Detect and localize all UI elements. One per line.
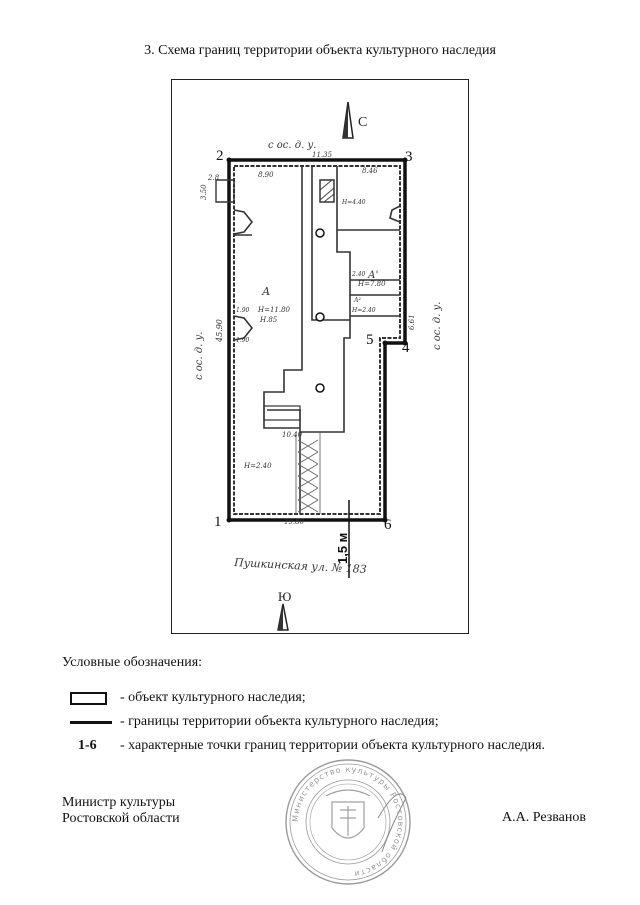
dim-top: 11.35: [312, 151, 333, 159]
boundary-point: [226, 157, 232, 163]
wall-notch: [233, 315, 254, 341]
hatched-box: [263, 405, 301, 421]
dim-top-left: 8.90: [258, 171, 274, 179]
room-label-right-small2: Н=2.40: [351, 307, 376, 314]
signatory-position: Министр культуры Ростовской области: [62, 795, 180, 827]
official-stamp: Министерство культуры Ростовской области: [285, 759, 411, 885]
street-label-right: с ос. д. у.: [432, 302, 443, 350]
point-label-1: 1: [214, 514, 222, 530]
room-label-main-h: Н=11.80: [257, 306, 291, 314]
room-label-right-small: Н=4.40: [341, 199, 366, 206]
room-label-rear-width: 10.40: [282, 431, 303, 439]
room-label-right-mid: А²: [353, 297, 362, 304]
point-label-5: 5: [366, 332, 374, 348]
south-label: Ю: [278, 589, 291, 604]
signatory-name: А.А. Резванов: [502, 810, 586, 825]
column-marker: [315, 312, 325, 322]
boundary-point: [402, 340, 408, 346]
dim-left-3: 1.90: [236, 307, 250, 314]
wall-notch: [233, 209, 254, 235]
dim-left-4: 1.90: [236, 337, 250, 344]
page-title: 3. Схема границ территории объекта культ…: [144, 43, 496, 58]
position-line-1: Министр культуры: [62, 795, 176, 810]
legend-text: - границы территории объекта культурного…: [120, 714, 439, 729]
hatched-box: [319, 179, 335, 203]
hatched-box-fill: [319, 179, 335, 203]
boundary-point: [226, 517, 232, 523]
scale-label: 1,5 м: [335, 533, 350, 564]
signature-stroke: [377, 793, 407, 853]
point-label-4: 4: [402, 340, 410, 356]
wall-notch: [215, 179, 235, 203]
boundary-point: [382, 340, 388, 346]
column-marker: [315, 383, 325, 393]
dim-top-right: 8.46: [362, 167, 378, 175]
legend-title: Условные обозначения:: [62, 655, 203, 670]
plan-frame: 1 2 3 4 5 6 1,5 м С Ю с ос. д. у. с ос. …: [171, 79, 469, 634]
coat-of-arms-icon: [325, 789, 371, 839]
legend-text: - характерные точки границ территории об…: [120, 738, 546, 753]
room-label-main-h2: Н.85: [259, 316, 278, 324]
point-label-2: 2: [216, 148, 224, 164]
room-label-right-h: Н=7.80: [357, 280, 386, 288]
dim-bottom: 19.80: [284, 518, 305, 526]
dim-right: 6.61: [408, 314, 416, 330]
point-label-6: 6: [384, 517, 392, 533]
legend-text: - объект культурного наследия;: [120, 690, 306, 705]
street-label-top: с ос. д. у.: [268, 140, 316, 151]
north-arrow-fill: [343, 102, 348, 138]
dim-left: 45.90: [215, 319, 224, 343]
column-marker: [315, 228, 325, 238]
south-arrow-fill: [278, 604, 283, 630]
north-label: С: [358, 115, 367, 130]
heritage-building: [233, 165, 401, 515]
room-label-right: А': [367, 270, 378, 281]
dim-left-small2: 3.50: [200, 184, 208, 200]
room-label-main: А: [261, 285, 270, 298]
heritage-object-symbol: [70, 692, 107, 705]
boundary-line-symbol: [70, 721, 112, 724]
point-label-3: 3: [405, 149, 413, 165]
position-line-2: Ростовской области: [62, 811, 180, 826]
street-label-left: с ос. д. у.: [194, 332, 205, 380]
site-plan: 1 2 3 4 5 6 1,5 м С Ю с ос. д. у. с ос. …: [194, 101, 443, 631]
dim-right-2: 2.40: [351, 271, 366, 278]
boundary-point: [402, 157, 408, 163]
room-label-rear: Н=2.40: [243, 462, 272, 470]
passage-hatch: [295, 432, 321, 514]
dim-left-small: 2.8: [207, 174, 220, 182]
wall-notch: [389, 205, 401, 223]
boundary-point: [382, 517, 388, 523]
points-code: 1-6: [78, 738, 97, 753]
